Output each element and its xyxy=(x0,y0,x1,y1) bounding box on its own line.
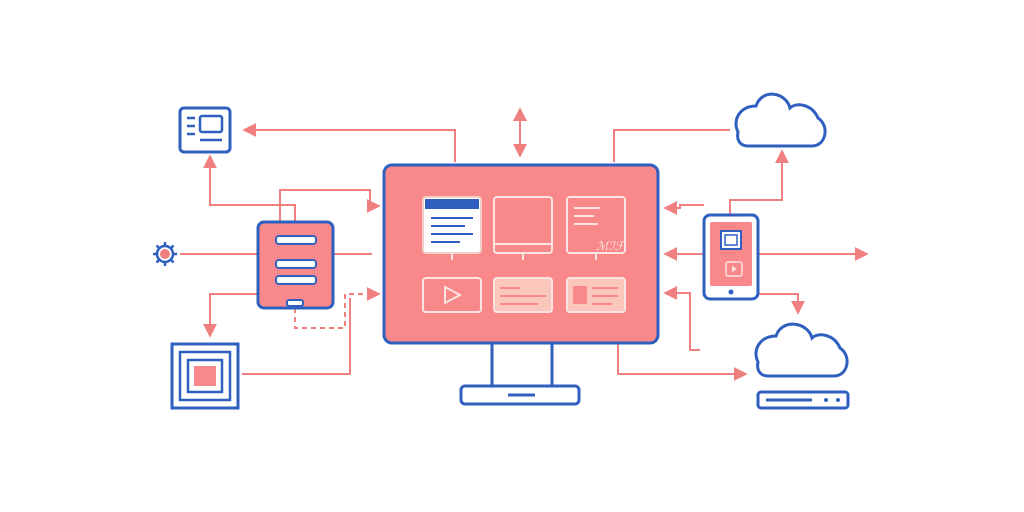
connector-phone-to-cloud xyxy=(729,149,789,215)
connector-monitor-to-server xyxy=(617,344,748,381)
server-icon xyxy=(756,390,850,410)
connector-tablet-to-monitor-upper xyxy=(279,189,381,222)
play-tile-icon xyxy=(422,277,482,313)
dashboard-device-icon xyxy=(178,106,232,154)
connector-dashboard-to-tablet xyxy=(203,154,296,222)
connectors xyxy=(180,107,869,381)
connector-monitor-to-cloud xyxy=(613,129,730,162)
svg-text:ℳℐℱ: ℳℐℱ xyxy=(596,239,626,253)
list-tile-icon xyxy=(493,277,553,313)
connector-chip-to-monitor xyxy=(242,298,351,375)
smartphone-icon xyxy=(702,213,760,301)
connector-monitor-lower-right xyxy=(663,286,700,351)
card-tile-icon xyxy=(566,277,626,313)
document-tile-icon xyxy=(422,196,482,260)
connector-monitor-to-dashboard xyxy=(242,123,456,162)
cloud-icon-lower xyxy=(754,322,849,378)
gear-icon xyxy=(153,242,177,266)
connector-tablet-to-chip xyxy=(203,293,258,338)
chip-icon xyxy=(170,342,240,410)
connector-monitor-to-phone-upper xyxy=(663,201,704,215)
connector-phone-to-lower-cloud xyxy=(758,293,805,315)
cloud-icon xyxy=(734,92,827,148)
tablet-icon xyxy=(256,220,335,310)
blank-screen-tile-icon xyxy=(493,196,553,260)
connector-tablet-dashed xyxy=(294,287,381,329)
monitor-icon: ℳℐℱ xyxy=(382,163,660,406)
notes-tile-icon: ℳℐℱ xyxy=(566,196,626,260)
